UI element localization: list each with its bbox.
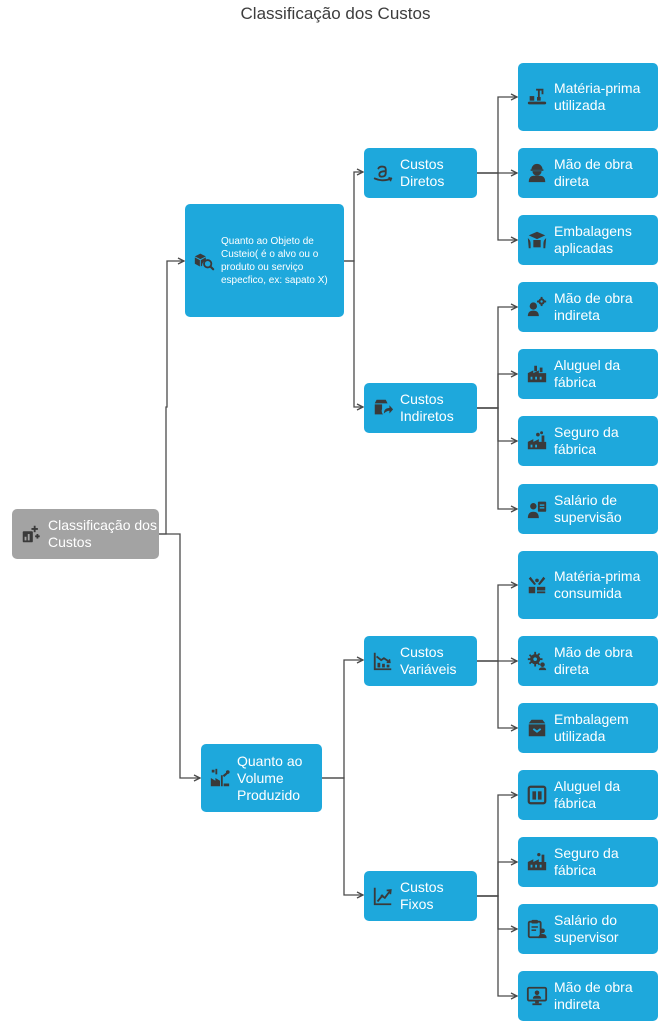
edge-diretos-d1	[477, 97, 517, 174]
node-embalagem-utilizada[interactable]: Embalagem utilizada	[518, 703, 658, 753]
node-label: Classificação dos Custos	[48, 517, 157, 550]
open-box-icon	[526, 717, 548, 739]
node-aluguel-da-fabrica-2[interactable]: Aluguel da fábrica	[518, 770, 658, 820]
materials-icon	[526, 574, 548, 596]
monitor-person-icon	[526, 985, 548, 1007]
node-quanto-ao-volume[interactable]: Quanto ao Volume Produzido	[201, 744, 322, 812]
edge-root-objeto	[159, 261, 184, 535]
amazon-logo-icon	[372, 162, 394, 184]
node-label: Seguro da fábrica	[554, 845, 619, 878]
node-label: Custos Indiretos	[400, 391, 454, 424]
edge-fixos-f4	[477, 895, 517, 996]
node-mao-de-obra-indireta-1[interactable]: Mão de obra indireta	[518, 282, 658, 332]
node-label: Matéria-prima utilizada	[554, 80, 641, 113]
node-materia-prima-consumida[interactable]: Matéria-prima consumida	[518, 551, 658, 619]
node-label: Mão de obra indireta	[554, 979, 633, 1012]
node-label: Quanto ao Objeto de Custeio( é o alvo ou…	[221, 235, 328, 286]
edge-indiretos-i1	[477, 307, 517, 409]
node-label: Embalagens aplicadas	[554, 223, 632, 256]
node-custos-variaveis[interactable]: Custos Variáveis	[364, 636, 477, 686]
node-label: Salário do supervisor	[554, 912, 619, 945]
factory-robot-icon	[209, 767, 231, 789]
node-label: Custos Diretos	[400, 156, 445, 189]
factory-icon	[526, 363, 548, 385]
node-label: Aluguel da fábrica	[554, 778, 621, 811]
diagram-title: Classificação dos Custos	[240, 4, 431, 23]
node-seguro-da-fabrica-1[interactable]: Seguro da fábrica	[518, 416, 658, 466]
node-custos-fixos[interactable]: Custos Fixos	[364, 871, 477, 921]
edge-objeto-diretos	[344, 172, 363, 262]
node-salario-de-supervisao[interactable]: Salário de supervisão	[518, 484, 658, 534]
node-label: Mão de obra indireta	[554, 290, 633, 323]
trend-up-chart-icon	[372, 885, 394, 907]
edge-fixos-f1	[477, 795, 517, 897]
node-label: Mão de obra direta	[554, 644, 633, 677]
node-label: Embalagem utilizada	[554, 711, 629, 744]
worker-gear-icon	[526, 296, 548, 318]
factory-chimney-icon	[526, 851, 548, 873]
plus-chart-icon	[20, 523, 42, 545]
supervisor-icon	[526, 498, 548, 520]
edge-root-volume	[159, 533, 200, 778]
edge-volume-fixos	[322, 777, 363, 895]
edge-fixos-f3	[477, 895, 517, 929]
edge-variaveis-v1	[477, 585, 517, 662]
node-label: Custos Variáveis	[400, 644, 457, 677]
node-label: Matéria-prima consumida	[554, 568, 641, 601]
node-custos-diretos[interactable]: Custos Diretos	[364, 148, 477, 198]
gear-worker-icon	[526, 650, 548, 672]
node-quanto-ao-objeto[interactable]: Quanto ao Objeto de Custeio( é o alvo ou…	[185, 204, 344, 317]
box-arrow-icon	[372, 397, 394, 419]
box-search-icon	[193, 250, 215, 272]
node-materia-prima-utilizada[interactable]: Matéria-prima utilizada	[518, 63, 658, 131]
node-label: Custos Fixos	[400, 879, 444, 912]
trend-down-chart-icon	[372, 650, 394, 672]
edge-objeto-indiretos	[344, 260, 363, 407]
clipboard-person-icon	[526, 918, 548, 940]
node-mao-de-obra-direta[interactable]: Mão de obra direta	[518, 148, 658, 198]
node-label: Seguro da fábrica	[554, 424, 619, 457]
node-label: Aluguel da fábrica	[554, 357, 621, 390]
node-salario-do-supervisor[interactable]: Salário do supervisor	[518, 904, 658, 954]
node-label: Mão de obra direta	[554, 156, 633, 189]
edge-indiretos-i4	[477, 407, 517, 509]
node-embalagens-aplicadas[interactable]: Embalagens aplicadas	[518, 215, 658, 265]
edge-diretos-d3	[477, 172, 517, 240]
worker-icon	[526, 162, 548, 184]
package-hands-icon	[526, 229, 548, 251]
building-door-icon	[526, 784, 548, 806]
node-aluguel-da-fabrica-1[interactable]: Aluguel da fábrica	[518, 349, 658, 399]
node-mao-de-obra-indireta-2[interactable]: Mão de obra indireta	[518, 971, 658, 1021]
node-seguro-da-fabrica-2[interactable]: Seguro da fábrica	[518, 837, 658, 887]
edge-variaveis-v3	[477, 660, 517, 728]
conveyor-robot-icon	[526, 86, 548, 108]
edge-volume-variaveis	[322, 660, 363, 779]
node-mao-de-obra-direta-2[interactable]: Mão de obra direta	[518, 636, 658, 686]
node-classificacao-dos-custos[interactable]: Classificação dos Custos	[12, 509, 159, 559]
edge-indiretos-i3	[477, 407, 517, 441]
edge-fixos-f2	[477, 862, 517, 897]
factory-smoke-icon	[526, 430, 548, 452]
edge-indiretos-i2	[477, 374, 517, 409]
node-label: Salário de supervisão	[554, 492, 622, 525]
node-label: Quanto ao Volume Produzido	[237, 752, 303, 803]
node-custos-indiretos[interactable]: Custos Indiretos	[364, 383, 477, 433]
